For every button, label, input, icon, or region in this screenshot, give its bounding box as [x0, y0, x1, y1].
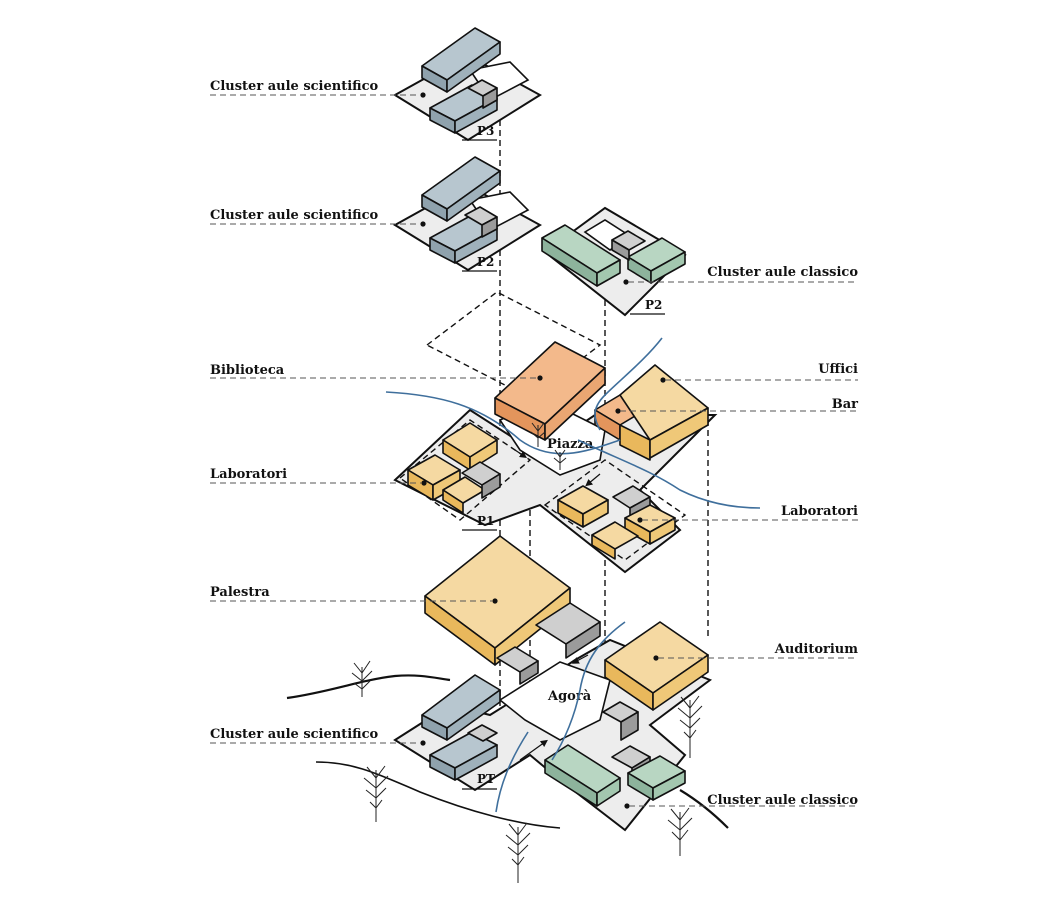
- level-label-pt: PT: [477, 772, 495, 786]
- label-cluster-scientifico-p2: Cluster aule scientifico: [210, 208, 379, 223]
- tree-icon: [553, 449, 567, 470]
- tree-icon: [677, 695, 703, 758]
- level-p3: P3: [393, 27, 542, 142]
- level-p1: Piazza P1: [393, 341, 718, 574]
- label-palestra: Palestra: [210, 585, 270, 600]
- tree-icon: [530, 422, 546, 447]
- terrain-lines: [286, 674, 729, 829]
- label-cluster-scientifico-pt: Cluster aule scientifico: [210, 727, 379, 742]
- tree-icon: [351, 660, 373, 697]
- label-cluster-classico-p2: Cluster aule classico: [707, 265, 858, 280]
- agora-label: Agorà: [547, 689, 592, 704]
- level-p2-classic: P2: [541, 206, 687, 317]
- label-uffici: Uffici: [818, 362, 858, 377]
- flow-lines: [385, 337, 761, 813]
- tree-icon: [505, 822, 531, 883]
- tree-icon: [363, 765, 389, 822]
- label-laboratori-right: Laboratori: [781, 504, 858, 519]
- trees: [351, 422, 703, 883]
- label-cluster-scientifico-p3: Cluster aule scientifico: [210, 79, 379, 94]
- label-bar: Bar: [832, 397, 858, 412]
- tree-icon: [667, 807, 693, 856]
- leaders: Cluster aule scientifico Cluster aule sc…: [210, 79, 858, 808]
- label-cluster-classico-pt: Cluster aule classico: [707, 793, 858, 808]
- label-laboratori-left: Laboratori: [210, 467, 287, 482]
- level-label-p1: P1: [477, 514, 494, 528]
- label-biblioteca: Biblioteca: [210, 363, 285, 378]
- level-pt: Agorà PT: [393, 535, 713, 832]
- piazza-label: Piazza: [547, 437, 594, 452]
- level-label-p3: P3: [477, 124, 494, 138]
- level-label-p2-right: P2: [645, 298, 662, 312]
- level-label-p2-left: P2: [477, 255, 494, 269]
- label-auditorium: Auditorium: [774, 642, 858, 657]
- level-p2-scientific: P2: [393, 156, 542, 272]
